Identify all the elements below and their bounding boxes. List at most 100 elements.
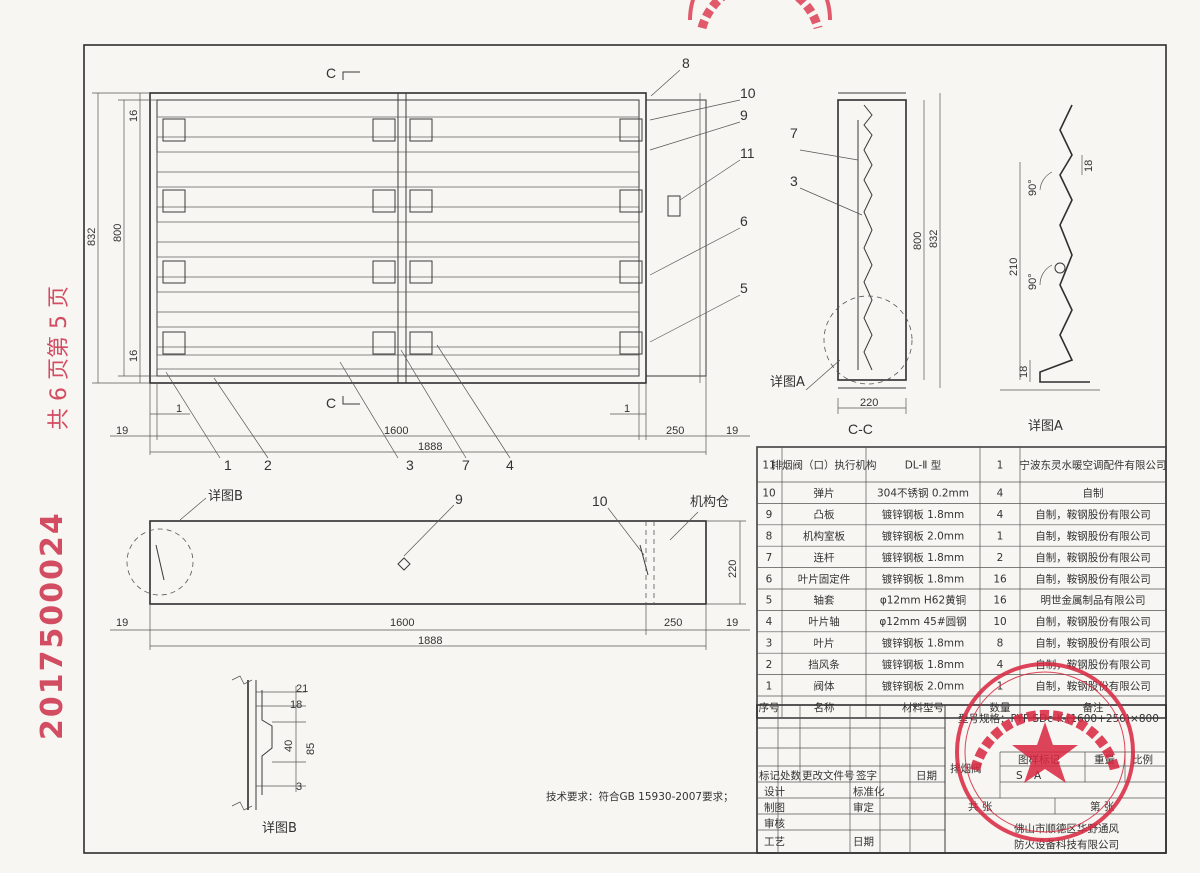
dim-box-width: 250 <box>666 425 684 437</box>
front-view: C C 832 800 16 16 1 1 19 1600 250 19 188… <box>86 55 756 473</box>
fixing-plate <box>409 189 433 213</box>
dim-main-width: 1600 <box>384 425 408 437</box>
bom-cell: φ12mm H62黄铜 <box>880 594 966 607</box>
bom-cell: 10 <box>993 616 1006 628</box>
leader-line <box>179 497 207 521</box>
bom-cell: 6 <box>766 573 773 585</box>
bom-cell: 3 <box>766 638 773 650</box>
callout-5: 5 <box>740 280 748 296</box>
detail-b-profile <box>261 690 273 795</box>
bom-cell: 镀锌钢板 1.8mm <box>882 508 965 521</box>
top-body <box>149 520 707 605</box>
fixing-plate <box>409 331 433 355</box>
callout-3: 3 <box>406 457 414 473</box>
bom-cell: DL-Ⅱ 型 <box>905 459 942 472</box>
section-callout-7: 7 <box>790 125 798 141</box>
top-callout-9: 9 <box>455 491 463 507</box>
partial-seal-top <box>688 0 832 30</box>
detail-b-dim-18: 18 <box>290 699 302 711</box>
bom-cell: 304不锈钢 0.2mm <box>877 487 969 500</box>
bom-cell: 叶片固定件 <box>798 572 851 585</box>
seal-star-icon <box>1012 722 1078 783</box>
bom-cell: 1 <box>997 531 1004 543</box>
fixing-plate <box>162 118 186 142</box>
top-dim-main: 1600 <box>390 617 414 629</box>
check-approve: 审定 <box>853 801 874 814</box>
section-body <box>837 99 907 381</box>
bom-cell: 4 <box>997 509 1004 521</box>
bom-cell: 镀锌钢板 2.0mm <box>882 679 965 692</box>
company-seal <box>955 662 1135 842</box>
top-detail-b-label: 详图B <box>208 489 243 504</box>
detail-a-base: 18 <box>1018 366 1030 378</box>
role-process: 工艺 <box>764 836 785 848</box>
stage-mark-s: S <box>1016 770 1023 782</box>
top-dim-box: 250 <box>664 617 682 629</box>
rev-header-mark: 标记 <box>759 770 780 782</box>
dim-top-gap: 16 <box>128 110 140 122</box>
top-dim-depth: 220 <box>727 560 739 578</box>
fixing-plate <box>619 189 643 213</box>
bom-cell: 镀锌钢板 1.8mm <box>882 572 965 585</box>
bom-cell: 9 <box>766 509 773 521</box>
section-dim-total: 832 <box>928 230 940 248</box>
bom-cell: 1 <box>766 680 773 692</box>
detail-b-dim-21: 21 <box>296 683 308 695</box>
blade <box>156 256 640 278</box>
fixing-plate <box>619 118 643 142</box>
dim-left-small: 1 <box>176 403 182 415</box>
tech-requirement: 技术要求：符合GB 15930-2007要求； <box>546 790 734 803</box>
top-chamber-label: 机构仓 <box>690 495 729 510</box>
rev-header-count: 处数 <box>780 769 801 782</box>
bom-header-cell: 序号 <box>759 701 780 714</box>
section-arrow-top <box>342 71 360 80</box>
detail-a-angle-1: 90° <box>1027 179 1039 196</box>
check-date: 日期 <box>853 836 874 848</box>
bom-cell: 2 <box>766 659 773 671</box>
callout-6: 6 <box>740 213 748 229</box>
section-dim-inner: 800 <box>912 232 924 250</box>
leader-lines <box>165 69 741 459</box>
bom-cell: 2 <box>997 552 1004 564</box>
angle-arc-2 <box>1039 264 1053 286</box>
leader-line <box>805 359 841 391</box>
blade-fixings <box>162 118 643 355</box>
bom-cell: 10 <box>762 488 775 500</box>
section-title: C-C <box>848 421 873 437</box>
bom-cell: φ12mm 45#圆钢 <box>879 615 966 628</box>
blade <box>156 221 640 243</box>
detail-b-dim-40: 40 <box>283 740 295 752</box>
spring-plate <box>639 544 649 576</box>
bom-cell: 自制，鞍钢股份有限公司 <box>1035 508 1151 521</box>
bom-cell: 自制，鞍钢股份有限公司 <box>1035 551 1151 564</box>
title-block-frame <box>756 704 1167 854</box>
rev-header-sign: 签字 <box>856 769 877 782</box>
bom-cell: 4 <box>997 659 1004 671</box>
bom-cell: 弹片 <box>814 487 835 500</box>
bom-cell: 叶片 <box>814 637 835 650</box>
detail-b-break-bottom <box>231 801 253 811</box>
bom-header-cell: 材料型号 <box>902 701 944 714</box>
top-callout-10: 10 <box>592 493 608 509</box>
bom-cell: 明世金属制品有限公司 <box>1041 594 1146 607</box>
section-mark-bottom: C <box>326 395 336 411</box>
callout-9: 9 <box>740 107 748 123</box>
top-dim-left: 19 <box>116 617 128 629</box>
bom-cell: 轴套 <box>814 594 835 607</box>
dim-left-edge: 19 <box>116 425 128 437</box>
bom-cell: 连杆 <box>814 551 835 564</box>
blade <box>156 186 640 208</box>
top-dim-right: 19 <box>726 617 738 629</box>
blade <box>156 291 640 313</box>
role-design: 设计 <box>764 785 785 798</box>
bom-cell: 镀锌钢板 1.8mm <box>882 637 965 650</box>
bom-cell: 16 <box>993 573 1007 585</box>
bom-cell: 自制，鞍钢股份有限公司 <box>1035 615 1151 628</box>
stage-mark-a: A <box>1034 770 1042 782</box>
bom-cell: 镀锌钢板 1.8mm <box>882 551 965 564</box>
bom-header-cell: 名称 <box>814 701 835 714</box>
bom-cell: 自制，鞍钢股份有限公司 <box>1035 530 1151 543</box>
detail-a-pitch: 210 <box>1008 258 1020 276</box>
detail-b-title: 详图B <box>262 821 297 836</box>
role-review: 审核 <box>764 817 785 830</box>
